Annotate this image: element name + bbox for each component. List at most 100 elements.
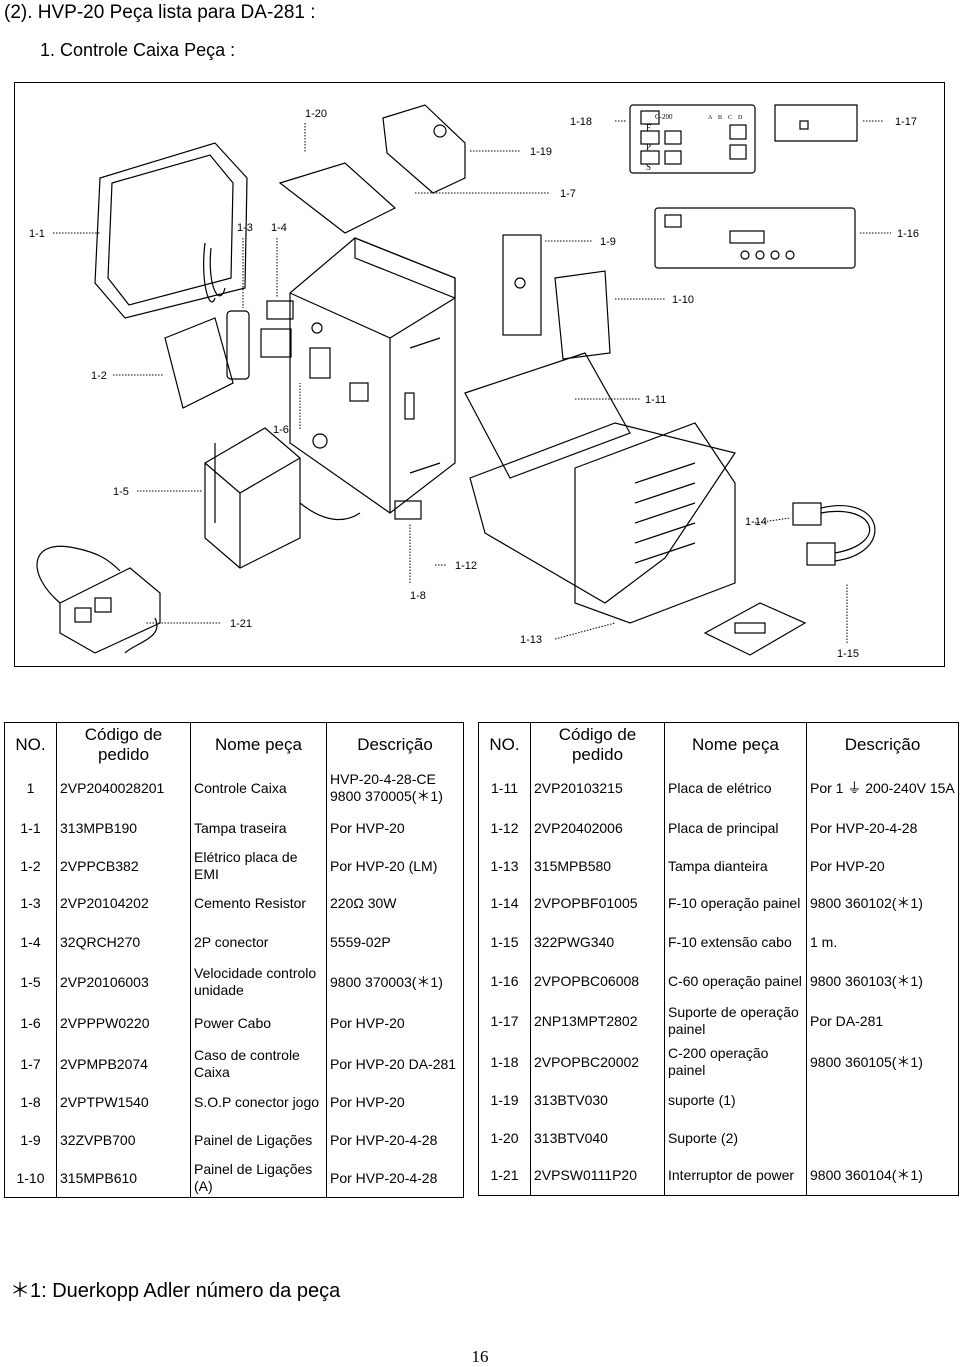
- description-cell: [806, 1119, 959, 1157]
- part-name-cell: F-10 extensão cabo: [664, 921, 807, 963]
- bracket-1-drawing: [382, 104, 466, 194]
- part-no-cell: 1-17: [478, 999, 531, 1043]
- description-cell: Por HVP-20: [326, 1001, 464, 1045]
- column-header: NO.: [4, 722, 57, 767]
- c60-panel-drawing: [654, 207, 856, 269]
- description-cell: 9800 360104(＊1): [806, 1157, 959, 1196]
- part-no-cell: 1-16: [478, 963, 531, 999]
- extension-cable-drawing: [792, 502, 876, 566]
- part-name-cell: Painel de Ligações: [190, 1121, 327, 1159]
- callout-label: 1-21: [230, 618, 252, 630]
- order-code-cell: 32ZVPB700: [56, 1121, 191, 1159]
- speed-control-unit-drawing: [204, 427, 361, 569]
- column-header: Nome peça: [190, 722, 327, 767]
- control-box-case-drawing: [289, 237, 456, 514]
- order-code-cell: 315MPB580: [530, 847, 665, 885]
- description-cell: 9800 360102(＊1): [806, 885, 959, 921]
- callout-label: 1-3: [237, 222, 253, 234]
- f10-panel-drawing: [703, 602, 807, 656]
- part-name-cell: F-10 operação painel: [664, 885, 807, 921]
- panel-glyph: S: [646, 162, 651, 172]
- callout-label: 1-14: [745, 516, 767, 528]
- description-cell: Por HVP-20-4-28: [806, 809, 959, 847]
- part-no-cell: 1-4: [4, 921, 57, 963]
- column-header: Código de pedido: [530, 722, 665, 767]
- callout-label: 1-1: [29, 228, 45, 240]
- part-no-cell: 1-18: [478, 1043, 531, 1081]
- column-header: Descrição: [806, 722, 959, 767]
- callout-label: 1-18: [570, 116, 592, 128]
- order-code-cell: 2VP20402006: [530, 809, 665, 847]
- order-code-cell: 2VPOPBC20002: [530, 1043, 665, 1081]
- callout-label: 1-2: [91, 370, 107, 382]
- resistor-drawing: [226, 310, 250, 380]
- column-header: NO.: [478, 722, 531, 767]
- part-name-cell: Placa de elétrico: [664, 767, 807, 809]
- description-cell: Por HVP-20-4-28: [326, 1159, 464, 1198]
- connection-plate-drawing: [502, 234, 542, 336]
- c200-panel-drawing: [629, 104, 756, 174]
- panel-glyph: D: [738, 115, 743, 121]
- description-cell: Por 1 ⏚ 200-240V 15A: [806, 767, 959, 809]
- part-name-cell: Velocidade controlo unidade: [190, 963, 327, 1001]
- connector-drawing: [266, 300, 294, 320]
- part-name-cell: Controle Caixa: [190, 767, 327, 809]
- description-cell: Por HVP-20-4-28: [326, 1121, 464, 1159]
- emi-board-drawing: [164, 317, 234, 409]
- part-no-cell: 1-20: [478, 1119, 531, 1157]
- connection-plate-a-drawing: [554, 270, 611, 360]
- description-cell: HVP-20-4-28-CE 9800 370005(＊1): [326, 767, 464, 809]
- part-no-cell: 1-19: [478, 1081, 531, 1119]
- front-cover-drawing: [574, 422, 736, 624]
- order-code-cell: 2VPPCB382: [56, 847, 191, 885]
- part-no-cell: 1-9: [4, 1121, 57, 1159]
- part-no-cell: 1-11: [478, 767, 531, 809]
- part-name-cell: Tampa dianteira: [664, 847, 807, 885]
- part-no-cell: 1-5: [4, 963, 57, 1001]
- part-no-cell: 1-3: [4, 885, 57, 921]
- part-no-cell: 1-14: [478, 885, 531, 921]
- part-name-cell: Painel de Ligações (A): [190, 1159, 327, 1198]
- section-title: (2). HVP-20 Peça lista para DA-281 :: [4, 2, 316, 23]
- part-no-cell: 1-10: [4, 1159, 57, 1198]
- order-code-cell: 2VP2040028201: [56, 767, 191, 809]
- order-code-cell: 2VPTPW1540: [56, 1083, 191, 1121]
- page-number: 16: [471, 1347, 489, 1366]
- part-no-cell: 1: [4, 767, 57, 809]
- part-name-cell: Elétrico placa de EMI: [190, 847, 327, 885]
- description-cell: 220Ω 30W: [326, 885, 464, 921]
- part-no-cell: 1-8: [4, 1083, 57, 1121]
- description-cell: Por HVP-20: [806, 847, 959, 885]
- callout-leader-line: [554, 622, 616, 640]
- part-no-cell: 1-2: [4, 847, 57, 885]
- part-name-cell: C-200 operação painel: [664, 1043, 807, 1081]
- panel-glyph: P: [646, 142, 651, 152]
- part-name-cell: Interruptor de power: [664, 1157, 807, 1196]
- description-cell: 9800 360105(＊1): [806, 1043, 959, 1081]
- callout-label: 1-11: [645, 394, 666, 406]
- part-no-cell: 1-6: [4, 1001, 57, 1045]
- order-code-cell: 2VP20103215: [530, 767, 665, 809]
- description-cell: Por HVP-20: [326, 1083, 464, 1121]
- description-cell: Por HVP-20 (LM): [326, 847, 464, 885]
- description-cell: Por HVP-20 DA-281: [326, 1045, 464, 1083]
- panel-glyph: C-200: [655, 113, 673, 121]
- electric-board-drawing: [464, 352, 631, 479]
- callout-label: 1-9: [600, 236, 616, 248]
- footnote: ＊1: Duerkopp Adler número da peça: [10, 1280, 341, 1302]
- callout-label: 1-10: [672, 294, 694, 306]
- callout-label: 1-8: [410, 590, 426, 602]
- description-cell: 1 m.: [806, 921, 959, 963]
